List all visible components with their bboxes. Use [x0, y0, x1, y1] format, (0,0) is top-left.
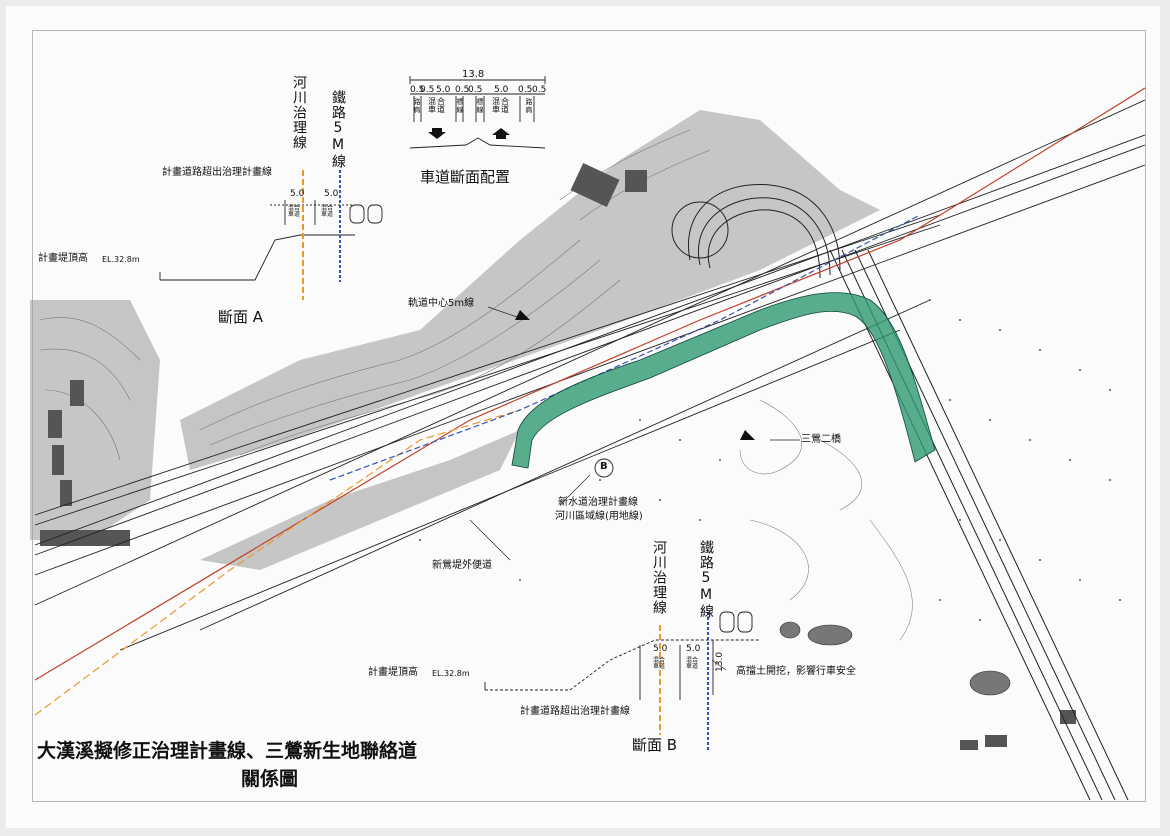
roadway-dim-8: 0.5 — [532, 85, 547, 95]
roadway-lane-1: 混合車道 — [428, 97, 446, 114]
highway-lines — [34, 99, 1146, 651]
section-a-levee-label: 計畫堤頂高 — [38, 253, 88, 264]
section-a-rail-line-label: 鐵路5M線 — [330, 90, 346, 169]
section-a-dim-left: 5.0 — [290, 189, 305, 199]
ponds — [779, 621, 1011, 696]
roadway-dim-6: 5.0 — [494, 85, 509, 95]
roadway-total-width: 13.8 — [462, 69, 485, 80]
section-a-label: 斷面 A — [218, 308, 264, 326]
roadway-margin-3: 標線 — [476, 98, 484, 114]
section-b-lane-left: 混合車道 — [653, 657, 666, 670]
section-b-rail-line-label: 鐵路5M線 — [698, 540, 714, 619]
roadway-margin-1: 路肩 — [413, 98, 421, 114]
roadway-dim-3: 5.0 — [436, 85, 451, 95]
section-b-warning: 高擋土開挖，影響行車安全 — [736, 666, 856, 677]
roadway-dim-4: 0.5 — [455, 85, 470, 95]
section-b-label: 斷面 B — [632, 736, 678, 754]
river-area-line-label: 河川區域線(用地線) — [555, 511, 643, 522]
section-a-dim-right: 5.0 — [324, 189, 339, 199]
field-dots — [419, 299, 1121, 621]
north-arrow-marker-2 — [515, 310, 530, 320]
interchange-loop — [671, 183, 841, 279]
section-a-lane-left: 混合車道 — [288, 205, 301, 218]
terrain-contours — [39, 129, 913, 641]
plan-line — [34, 87, 1146, 681]
roadway-section-title: 車道斷面配置 — [420, 168, 511, 186]
section-b-lane-right: 混合車道 — [686, 657, 699, 670]
section-a-lane-right: 混合車道 — [321, 205, 334, 218]
section-b-diagram — [484, 611, 760, 700]
section-b-road-over-label: 計畫道路超出治理計畫線 — [520, 706, 630, 717]
marker-b-label: B — [600, 461, 608, 472]
section-b-levee-el: EL.32.8m — [432, 669, 470, 678]
roadway-dim-1: 0.5 — [410, 85, 425, 95]
lane-arrows — [428, 128, 510, 139]
drawing-subtitle: 關係圖 — [241, 768, 299, 790]
roadway-dim-2: 0.5 — [420, 85, 435, 95]
river-boundary-line — [34, 409, 521, 716]
connector-road — [511, 292, 936, 469]
bridge-label: 三鶯二橋 — [801, 434, 841, 445]
section-a-diagram — [159, 200, 383, 281]
drawing-title: 大漢溪擬修正治理計畫線、三鶯新生地聯絡道 — [37, 740, 418, 762]
marker-b-circle — [594, 458, 614, 478]
new-plan-line-label: 新水道治理計畫線 — [558, 497, 638, 508]
north-arrow-marker — [740, 430, 755, 440]
roadway-lane-2: 混合車道 — [492, 97, 510, 114]
section-b-height: 13.0 — [715, 651, 725, 672]
rail-5m-line — [329, 214, 921, 481]
track-center-label: 軌道中心5m線 — [408, 298, 475, 309]
roadway-dim-7: 0.5 — [518, 85, 533, 95]
section-a-road-over-label: 計畫道路超出治理計畫線 — [162, 167, 272, 178]
section-a-levee-el: EL.32.8m — [102, 255, 140, 264]
section-b-levee-label: 計畫堤頂高 — [368, 667, 418, 678]
section-b-dim-left: 5.0 — [653, 644, 668, 654]
roadway-margin-2: 標線 — [456, 98, 464, 114]
roadway-section-diagram — [409, 76, 546, 149]
detour-road-label: 新鶯堤外便道 — [432, 560, 492, 571]
section-b-dim-right: 5.0 — [686, 644, 701, 654]
section-b-river-line-label: 河川治理線 — [651, 540, 667, 615]
section-a-river-line-label: 河川治理線 — [291, 75, 307, 150]
roadway-dim-5: 0.5 — [468, 85, 483, 95]
leader-lines — [469, 306, 800, 671]
buildings — [40, 162, 1076, 750]
roadway-margin-4: 路肩 — [525, 98, 533, 114]
